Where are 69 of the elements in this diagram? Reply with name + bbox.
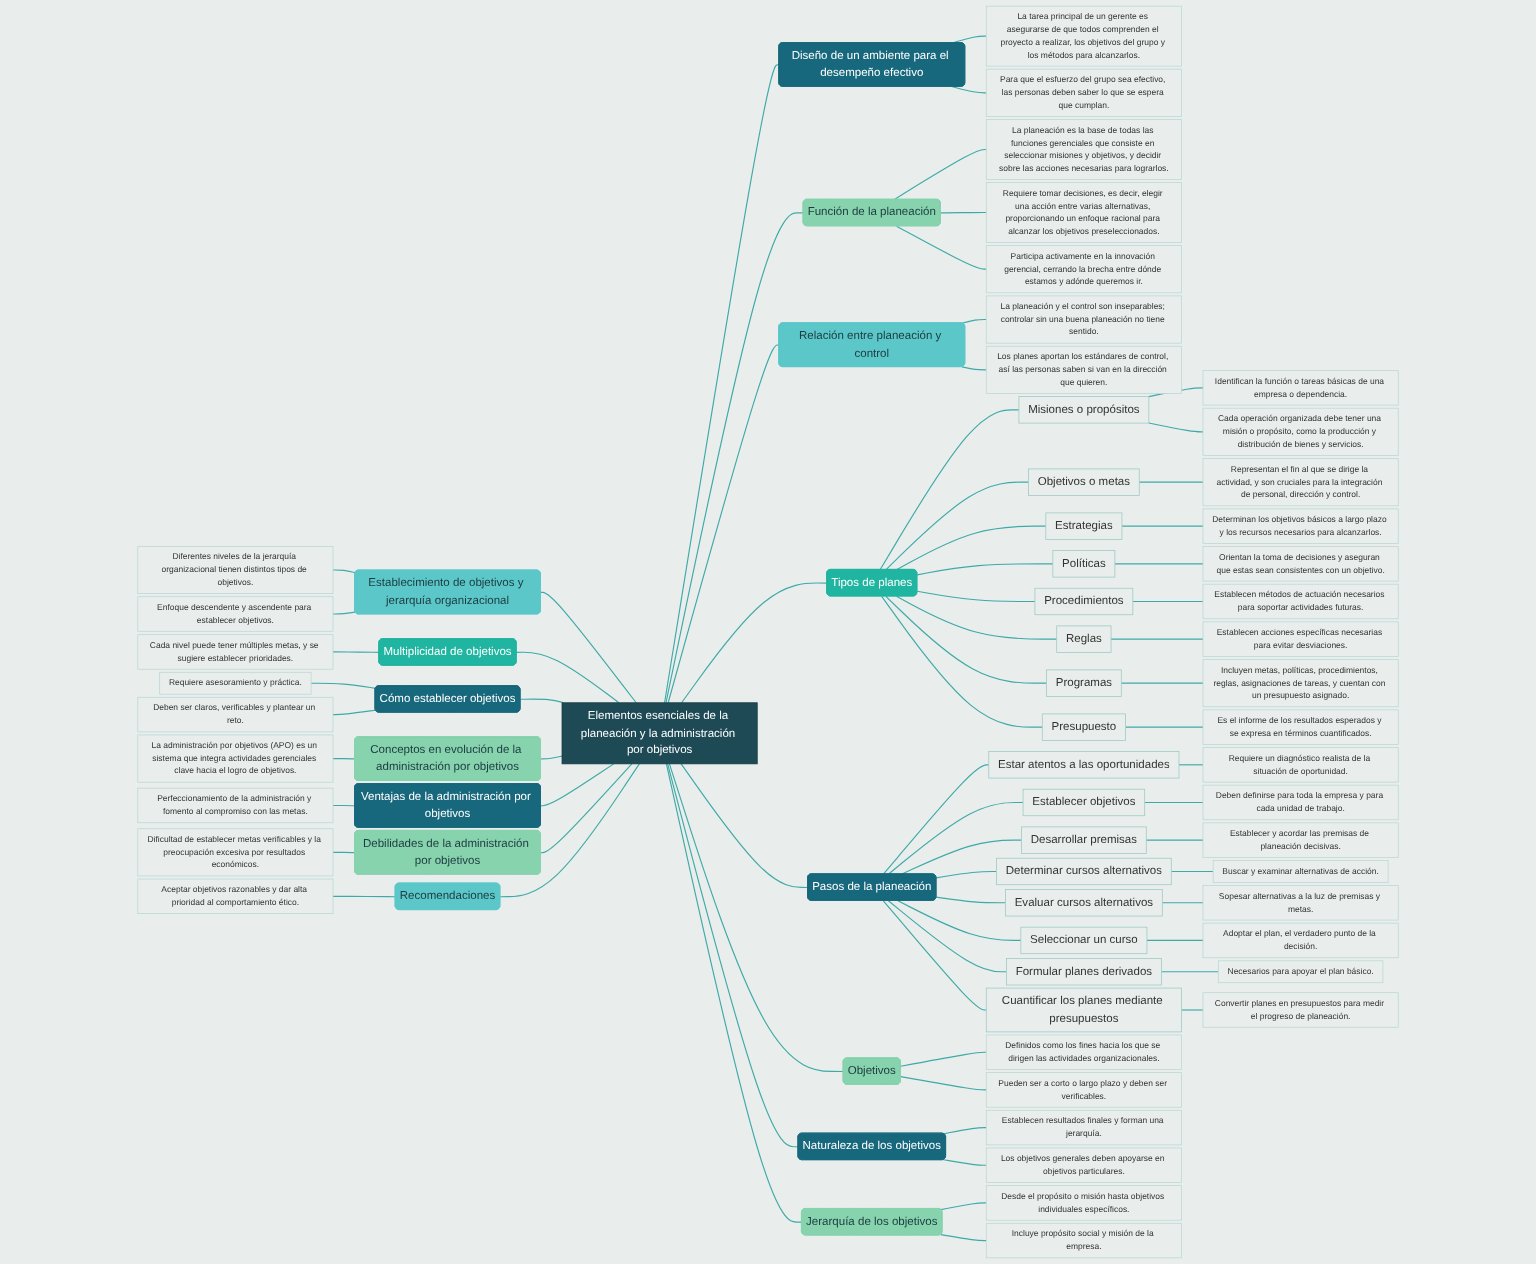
connector — [961, 318, 987, 324]
connector — [940, 1202, 987, 1211]
connector — [887, 801, 1024, 875]
connector — [332, 709, 377, 716]
connector — [895, 225, 987, 270]
connector — [943, 1159, 987, 1166]
connector — [332, 895, 397, 898]
connector — [895, 595, 1058, 640]
connector — [935, 870, 998, 879]
connector — [887, 900, 1007, 973]
connector — [882, 900, 987, 1011]
connector — [665, 763, 803, 1223]
connector — [1124, 726, 1204, 728]
connector — [667, 763, 799, 1148]
connector — [940, 1234, 987, 1242]
connector — [1144, 801, 1204, 804]
connector — [893, 148, 987, 201]
connector — [940, 211, 987, 214]
connector — [667, 344, 780, 704]
connector — [1121, 525, 1204, 527]
connector — [1110, 638, 1204, 640]
connector — [1120, 682, 1204, 684]
connector — [310, 682, 377, 689]
connector — [951, 86, 987, 94]
connector — [943, 1127, 987, 1135]
connector — [1114, 563, 1204, 565]
connector — [540, 755, 563, 760]
connector — [885, 481, 1030, 571]
connector — [519, 698, 564, 704]
connector — [681, 582, 828, 704]
connector — [961, 366, 987, 371]
connector — [1145, 839, 1204, 841]
connector — [1180, 1009, 1204, 1011]
connector — [916, 563, 1054, 576]
connector — [1170, 870, 1214, 873]
connector — [332, 611, 356, 615]
connector — [332, 569, 356, 574]
connector — [668, 763, 845, 1073]
connector — [332, 804, 356, 807]
connector — [332, 758, 356, 760]
connector — [332, 851, 356, 854]
connector — [916, 590, 1036, 603]
connector — [1161, 902, 1204, 904]
connector — [951, 35, 987, 44]
connector — [1138, 481, 1204, 483]
connector — [935, 896, 1007, 904]
connector — [895, 525, 1047, 571]
connector — [900, 1051, 987, 1067]
connector — [881, 595, 1043, 728]
connector — [900, 839, 1023, 875]
connector — [499, 763, 640, 898]
connector — [885, 595, 1048, 684]
connector — [1146, 939, 1204, 941]
connector — [879, 409, 1020, 571]
connector — [540, 763, 615, 807]
connector — [540, 591, 637, 704]
connector — [540, 763, 633, 854]
connector — [665, 212, 804, 704]
connector — [664, 64, 780, 704]
connector — [1148, 422, 1204, 433]
connector — [332, 651, 380, 653]
connector — [882, 764, 990, 875]
connector — [1160, 971, 1219, 973]
connector — [1178, 764, 1204, 766]
connector — [897, 900, 1022, 941]
connector — [516, 651, 620, 704]
connector — [680, 763, 809, 889]
connector — [900, 1076, 987, 1091]
connector — [1132, 600, 1204, 603]
